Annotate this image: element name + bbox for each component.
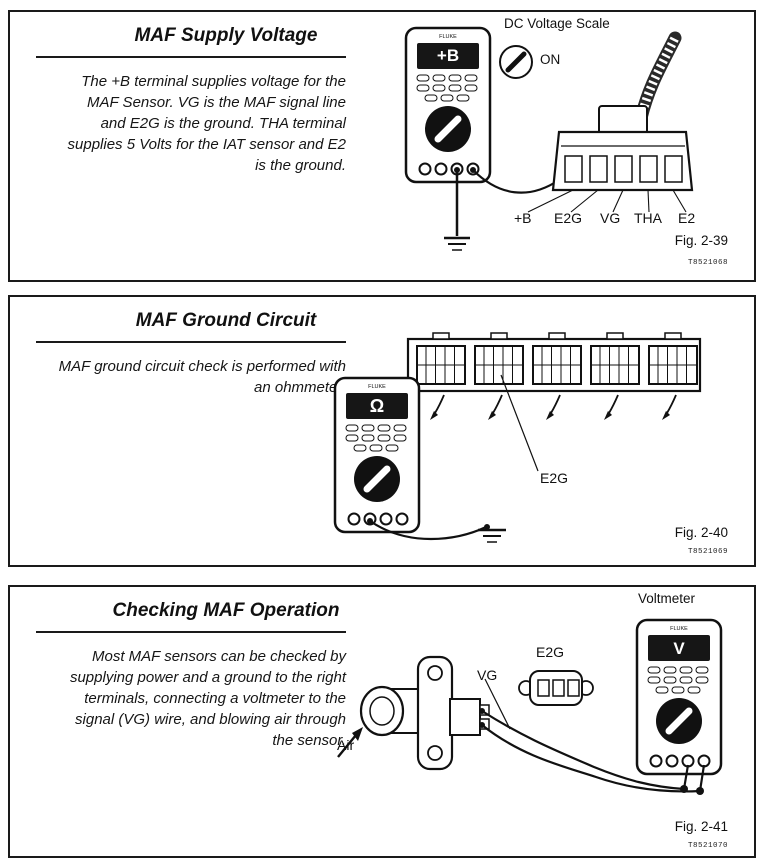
- panel-maf-supply-voltage: MAF Supply Voltage The +B terminal suppl…: [8, 10, 756, 282]
- body-line: supplying power and a ground to the righ…: [69, 669, 346, 686]
- on-label: ON: [540, 52, 561, 67]
- text-column: MAF Ground Circuit MAF ground circuit ch…: [36, 310, 346, 398]
- dc-voltage-scale-label: DC Voltage Scale: [504, 16, 610, 31]
- vg-leader-line: [484, 678, 511, 730]
- test-lead: [367, 518, 490, 541]
- e2g-label: E2G: [540, 470, 569, 486]
- panel-body: MAF ground circuit check is performed wi…: [36, 356, 346, 398]
- panel-body: The +B terminal supplies voltage for the…: [36, 71, 346, 176]
- terminal-label-e2g: E2G: [554, 210, 583, 226]
- ecu-connector-block: [590, 345, 640, 385]
- text-column: MAF Supply Voltage The +B terminal suppl…: [36, 25, 346, 176]
- fig-2-39-illustration: +B: [385, 20, 694, 251]
- connector-latch: [598, 105, 648, 135]
- air-flow-arrow-icon: [337, 727, 363, 758]
- ecu-connector-strip: [406, 332, 702, 421]
- maf-sensor: [359, 655, 490, 771]
- flange-hole: [427, 745, 443, 761]
- figure-code: T8521070: [687, 842, 728, 850]
- body-line: an ohmmeter.: [254, 379, 346, 396]
- multimeter: +B: [406, 28, 490, 182]
- ground-symbol-icon: [478, 528, 506, 543]
- figure-code: T8521068: [687, 259, 728, 267]
- voltmeter: V: [637, 620, 721, 774]
- body-line: terminals, connecting a voltmeter to the: [84, 690, 346, 707]
- ohmmeter: Ω: [335, 378, 419, 532]
- terminal-label-plus-b: +B: [514, 210, 532, 226]
- panel-checking-maf-operation: Checking MAF Operation Most MAF sensors …: [8, 585, 756, 858]
- maf-connector: [551, 31, 694, 192]
- terminal-label-tha: THA: [634, 210, 662, 226]
- test-leads: [479, 708, 706, 795]
- panel-body: Most MAF sensors can be checked by suppl…: [36, 646, 346, 751]
- ecu-wire: [429, 394, 445, 421]
- ground-lead: [454, 167, 460, 236]
- ecu-top-tabs: [432, 332, 682, 340]
- meter-display-value: +B: [437, 46, 459, 65]
- terminal-label-e2: E2: [678, 210, 696, 226]
- ecu-connector-block: [416, 345, 466, 385]
- sensor-connector: [449, 698, 481, 736]
- wire-harness-ribs: [636, 35, 680, 120]
- ecu-wire: [545, 394, 561, 421]
- ecu-connector-block: [648, 345, 698, 385]
- vg-label: VG: [477, 667, 498, 683]
- body-line: signal (VG) wire, and blowing air throug…: [75, 711, 346, 728]
- ecu-connector-block: [532, 345, 582, 385]
- body-line: supplies 5 Volts for the IAT sensor and …: [67, 136, 346, 153]
- ecu-wire: [487, 394, 503, 421]
- meter-display-value: V: [673, 639, 685, 658]
- connector-terminals: [564, 155, 683, 183]
- flange-hole: [427, 665, 443, 681]
- fig-2-41-illustration: V: [337, 605, 755, 795]
- air-label: Air: [337, 737, 355, 753]
- body-line: MAF ground circuit check is performed wi…: [58, 358, 346, 375]
- body-line: Most MAF sensors can be checked by: [91, 648, 346, 665]
- panel-title: MAF Supply Voltage: [36, 25, 346, 58]
- terminal-leader-lines: [527, 189, 687, 213]
- body-line: The +B terminal supplies voltage for the: [81, 73, 346, 90]
- panel-title: MAF Ground Circuit: [36, 310, 346, 343]
- e2g-label: E2G: [536, 644, 565, 660]
- ground-symbol-icon: [444, 236, 470, 251]
- panel-maf-ground-circuit: MAF Ground Circuit MAF ground circuit ch…: [8, 295, 756, 567]
- ecu-wire: [661, 394, 677, 421]
- terminal-label-vg: VG: [600, 210, 621, 226]
- figure-caption: Fig. 2-41: [674, 819, 728, 834]
- ecu-connector-block: [474, 345, 524, 385]
- text-column: Checking MAF Operation Most MAF sensors …: [36, 600, 346, 751]
- figure-caption: Fig. 2-40: [674, 525, 728, 540]
- figure-code: T8521069: [687, 548, 728, 556]
- body-line: and E2G is the ground. THA terminal: [100, 115, 346, 132]
- fig-2-40-illustration: Ω: [320, 332, 702, 543]
- body-line: the sensor.: [272, 732, 346, 749]
- meter-display-value: Ω: [370, 396, 384, 416]
- ecu-wire: [603, 394, 619, 421]
- voltmeter-label: Voltmeter: [638, 591, 696, 606]
- e2g-connector: [518, 670, 594, 706]
- body-line: MAF Sensor. VG is the MAF signal line: [87, 94, 346, 111]
- power-on-dial-icon: [499, 45, 533, 79]
- e2g-leader-line: [500, 374, 539, 472]
- figure-caption: Fig. 2-39: [674, 233, 728, 248]
- panel-title: Checking MAF Operation: [36, 600, 346, 633]
- body-line: is the ground.: [255, 157, 346, 174]
